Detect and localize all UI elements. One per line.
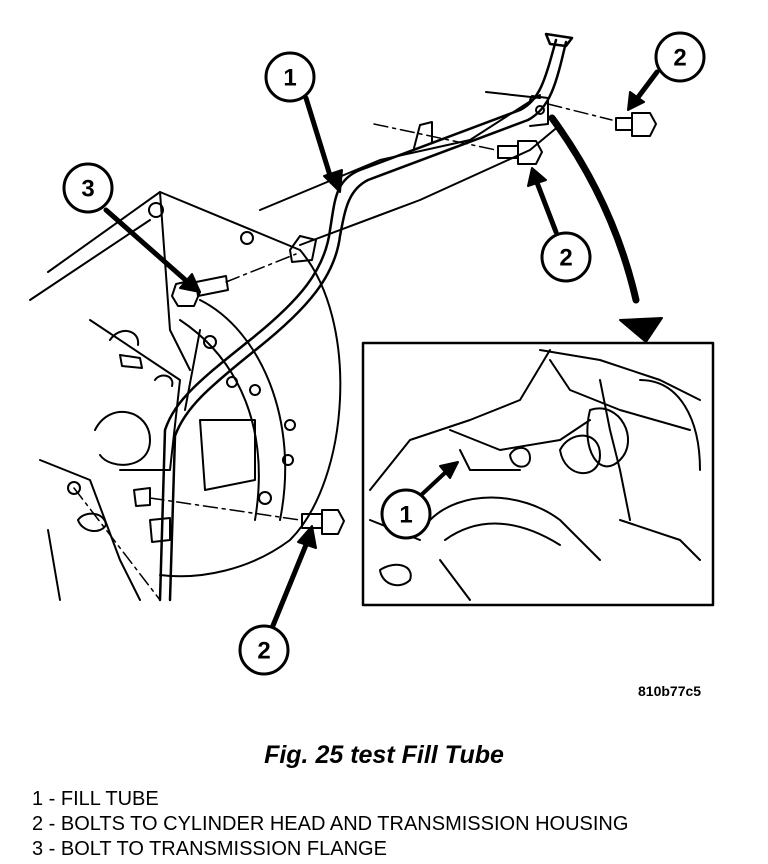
callout-label-bolt-flange: 3 <box>81 176 94 203</box>
figure-caption: Fig. 25 test Fill Tube <box>264 741 504 769</box>
callout-arrows <box>103 69 660 631</box>
figure-legend: 1 - FILL TUBE 2 - BOLTS TO CYLINDER HEAD… <box>32 787 628 862</box>
detail-arrow <box>548 114 663 343</box>
fill-tube-illustration: 1 2 2 3 2 1 <box>29 31 715 676</box>
bolt-middle-right <box>497 140 543 165</box>
bolt-lower <box>301 509 345 535</box>
callout-label-bolt-middle-right: 2 <box>559 245 572 272</box>
figure-reference-code: 810b77c5 <box>638 683 702 699</box>
callout-label-fill-tube: 1 <box>283 65 296 92</box>
callout-label-fill-tube-inset: 1 <box>399 502 412 529</box>
cylinder-head <box>259 91 561 246</box>
alignment-lines <box>73 103 613 601</box>
callout-label-bolt-lower: 2 <box>257 638 270 665</box>
inset-detail-view <box>361 341 715 607</box>
legend-item-bolt-flange: 3 - BOLT TO TRANSMISSION FLANGE <box>32 838 387 860</box>
tube-brackets <box>133 95 549 543</box>
legend-item-bolts-cylinder-head: 2 - BOLTS TO CYLINDER HEAD AND TRANSMISS… <box>32 813 629 835</box>
callout-label-bolt-upper-right: 2 <box>673 45 686 72</box>
transmission-housing <box>29 191 342 601</box>
fill-tube <box>158 32 574 602</box>
callout-circles <box>62 31 706 676</box>
legend-item-fill-tube: 1 - FILL TUBE <box>32 788 159 810</box>
bolt-upper-right <box>615 112 657 137</box>
